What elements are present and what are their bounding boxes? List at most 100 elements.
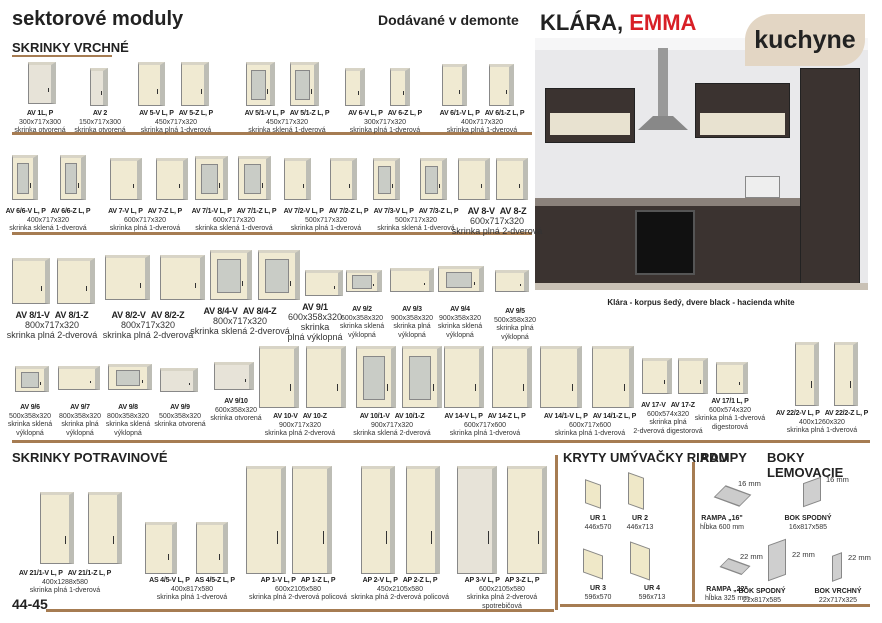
product-code: AV 14-Z L, P [487,413,526,420]
product-code: AV 10/1-V [359,413,390,420]
product-code: AV 9/5 [505,308,525,315]
cabinet-illustration [160,255,205,300]
product-code: AV 10/1-Z [394,413,425,420]
thickness-label: 22 mm [792,550,815,559]
divider [12,440,870,443]
cabinet-illustration [259,346,299,408]
thickness-label: 16 mm [826,475,849,484]
brand-emma: EMMA [629,10,697,35]
product-description: skrinka plná 1-dverová [140,127,212,134]
product-dimensions: 800x717x320 [120,320,176,330]
cabinet-illustration [834,342,858,406]
product-code: AV 8/4-V [203,306,238,316]
product-description: skrinka [300,322,330,332]
cabinet-illustration [540,346,582,408]
cabinet-illustration [90,68,108,106]
product-description: 2-dverová digestorová [633,427,703,435]
product-code: AV 8/4-Z [242,306,277,316]
cabinet-illustration [292,466,332,574]
section-sides-title: BOKY LEMOVACIE [767,450,844,480]
product-code: AV 7/1-V L, P [191,208,232,215]
ramp-name: RAMPA „16" [701,515,743,522]
product-code: AV 5-Z L, P [178,110,213,117]
cabinet-illustration [495,270,529,292]
photo-caption: Klára - korpus šedý, dvere black - hacie… [607,298,795,307]
product-dimensions: 600x717x600 [568,421,612,429]
dishwasher-cover-name: UR 3 [590,585,606,592]
cabinet-illustration [28,62,56,104]
product-code: AS 4/5-Z L, P [194,577,235,584]
product-description: výklopná [446,331,474,339]
brand-klara: KLÁRA, [540,10,630,35]
product-code: AV 7/2-Z L, P [328,208,369,215]
product-description: digestorová [711,423,749,431]
product-dimensions: 450x2105x580 [377,585,423,593]
section-ramps-title: RAMPY [700,450,747,465]
divider [12,132,532,135]
product-description: skrinka plná 2-dverová [466,594,538,601]
product-code: AV 2 [92,110,108,117]
product-description: skrinka plná 1-dverová [29,587,101,594]
product-dimensions: 800x358x320 [58,412,102,420]
product-code: AV 9/6 [20,404,40,411]
product-dimensions: 600x358x320 [214,406,258,414]
product-description: skrinka sklená 1-dverová [9,225,87,232]
cabinet-illustration [373,158,400,200]
product-dimensions: 400x1260x320 [799,418,845,426]
side-panel-name: BOK SPODNÝ [738,588,786,595]
product-dimensions: 800x717x320 [24,320,80,330]
cabinet-illustration [457,466,497,574]
product-dimensions: 600x2105x580 [479,585,525,593]
product-code: AV 22/2-Z L, P [824,410,869,417]
side-panel-dims: 22x717x325 [818,597,858,604]
dishwasher-cover-name: UR 4 [644,585,660,592]
product-dimensions: 900x717x320 [370,421,414,429]
ramp-dims: hĺbka 600 mm [700,524,744,531]
product-code: AV 14-V L, P [444,413,483,420]
product-description: výklopná [348,331,376,339]
product-code: AV 14/1-V L, P [543,413,588,420]
cabinet-illustration [214,362,254,390]
side-panel-dims: 22x817x585 [742,597,782,604]
product-description: skrinka plná 1-dverová [156,594,228,601]
product-code: AV 6-V L, P [348,110,383,117]
product-description: skrinka sklená 1-dverová [195,225,273,232]
product-code: AV 6/1-Z L, P [484,110,525,117]
product-codes: AV 14-V L, P AV 14-Z L, P [444,413,525,422]
subtitle: Dodávané v demonte [378,12,519,28]
product-code: AV 7-V L, P [108,208,143,215]
product-codes: AV 9/8 [106,404,150,413]
product-dimensions: 400x717x320 [26,216,70,224]
product-code: AV 8/1-Z [54,310,89,320]
page-title: sektorové moduly [12,8,184,30]
product-code: AV 17-Z [670,402,695,409]
cabinet-illustration [507,466,547,574]
product-description: skrinka plná 1-dverová [694,415,766,422]
brand-title: KLÁRA, EMMA [540,10,696,36]
product-description: skrinka sklená [7,421,53,428]
product-code: AV 5/1-V L, P [244,110,285,117]
product-description: skrinka plná 2-dverová [6,330,98,340]
product-dimensions: 450x717x320 [154,118,198,126]
product-description: skrinka sklená 1-dverová [248,127,326,134]
side-panel-name: BOK SPODNÝ [784,515,832,522]
